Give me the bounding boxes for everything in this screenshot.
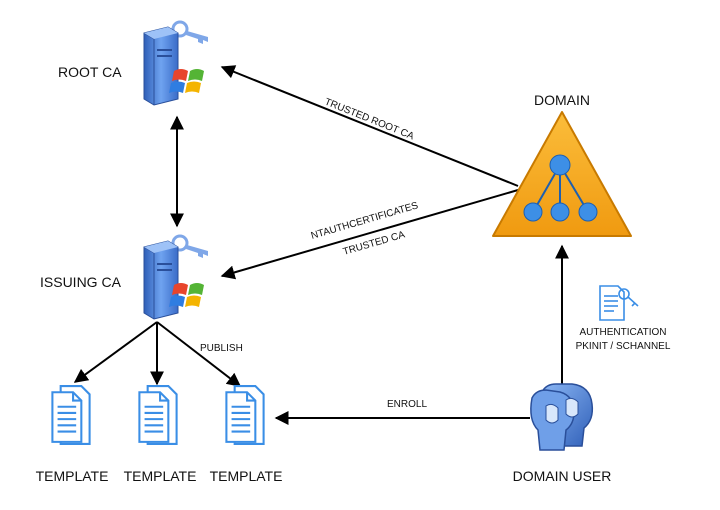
- edge-label-trusted-root-ca: TRUSTED ROOT CA: [323, 97, 416, 143]
- windows-server-key-icon: [142, 20, 210, 107]
- issuing-ca-node: ISSUING CA: [40, 234, 210, 321]
- domain-user-label: DOMAIN USER: [513, 468, 612, 484]
- template-node-1: TEMPLATE: [36, 385, 109, 484]
- template-node-3: TEMPLATE: [210, 385, 283, 484]
- users-icon: [530, 383, 594, 451]
- edge-publish-template-1: [73, 321, 158, 383]
- edge-label-trusted-ca: TRUSTED CA: [342, 229, 407, 257]
- edge-label-authentication: AUTHENTICATION: [579, 327, 666, 338]
- document-template-icon: [138, 385, 178, 445]
- document-template-icon: [225, 385, 265, 445]
- edge-domain-to-root-ca: [220, 65, 519, 187]
- template-label: TEMPLATE: [36, 468, 109, 484]
- document-template-icon: [51, 385, 91, 445]
- template-label: TEMPLATE: [124, 468, 197, 484]
- root-ca-label: ROOT CA: [58, 64, 122, 80]
- certificate-key-icon: [599, 285, 639, 321]
- domain-label: DOMAIN: [534, 92, 590, 108]
- edge-publish-template-3: [156, 321, 242, 387]
- edge-label-pkinit-schannel: PKINIT / SCHANNEL: [576, 341, 671, 352]
- domain-node: DOMAIN: [492, 92, 632, 237]
- windows-server-key-icon: [142, 234, 210, 321]
- root-ca-node: ROOT CA: [58, 20, 210, 107]
- domain-triangle-icon: [492, 111, 632, 237]
- domain-user-node: DOMAIN USER: [513, 383, 612, 484]
- edge-domain-to-issuing-ca: [220, 189, 519, 280]
- edge-label-publish: PUBLISH: [200, 343, 243, 354]
- issuing-ca-label: ISSUING CA: [40, 274, 122, 290]
- template-node-2: TEMPLATE: [124, 385, 197, 484]
- template-label: TEMPLATE: [210, 468, 283, 484]
- edge-label-enroll: ENROLL: [387, 399, 427, 410]
